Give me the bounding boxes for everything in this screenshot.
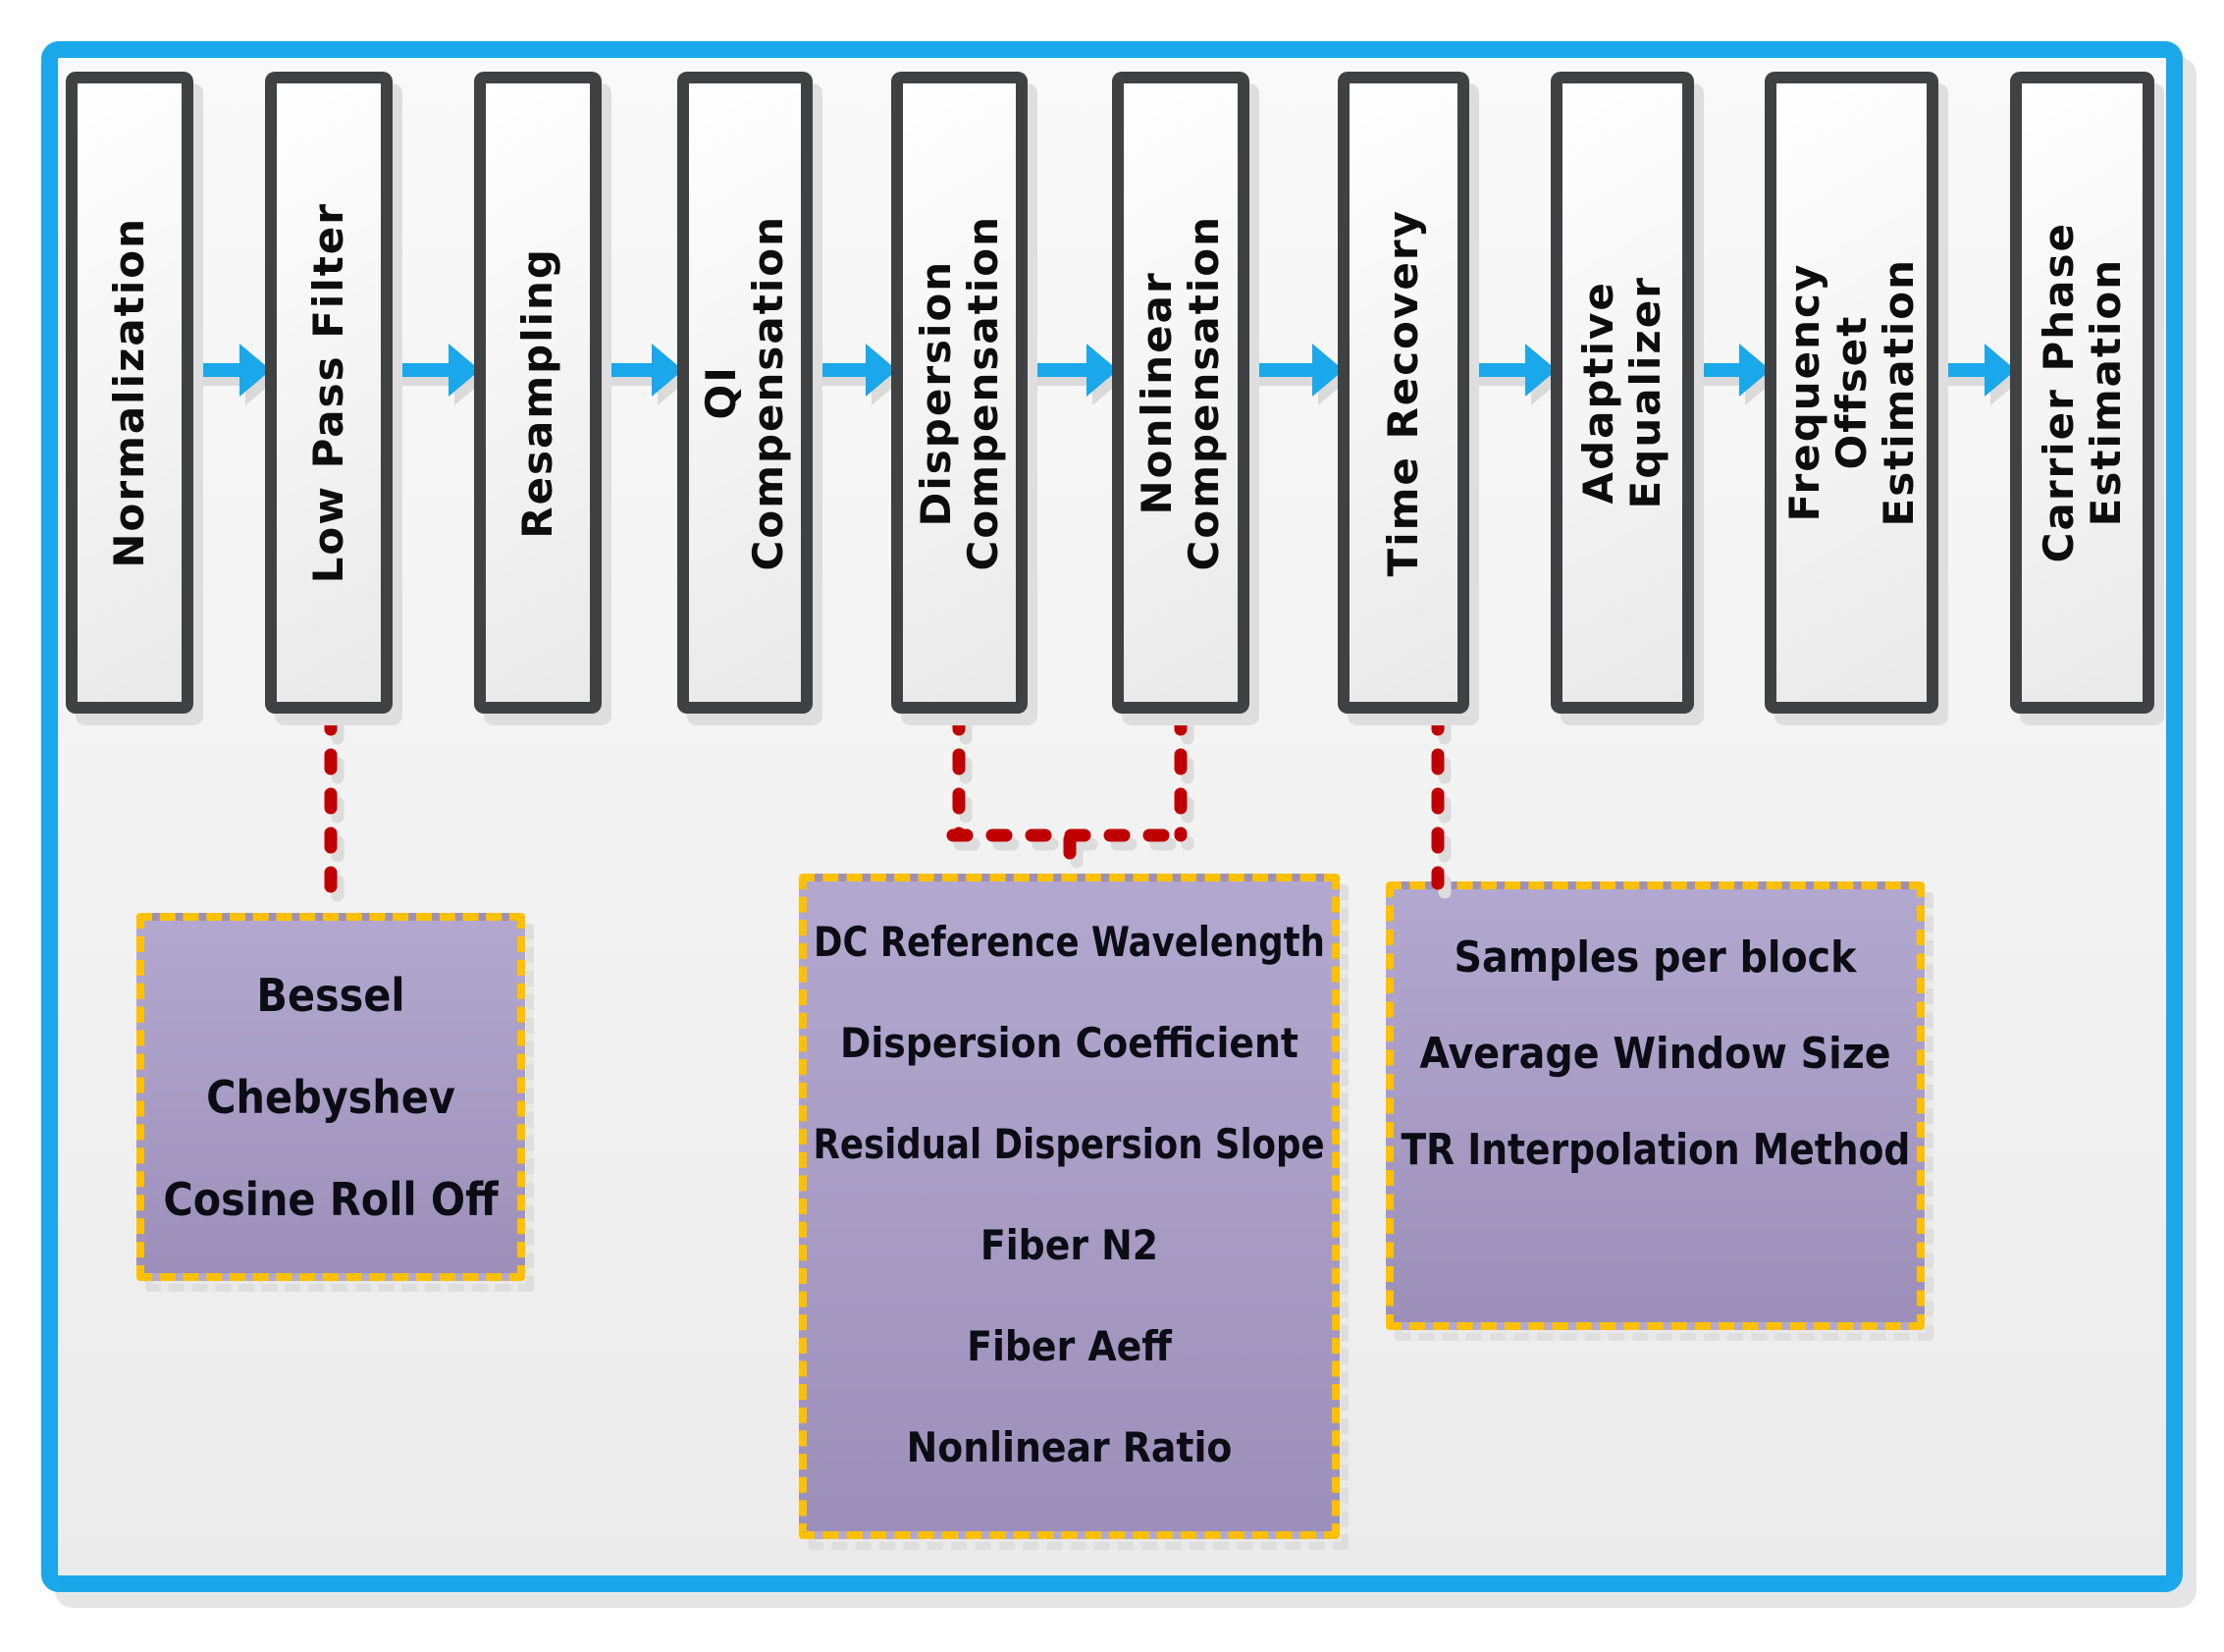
param-line: Residual Dispersion Slope (813, 1120, 1326, 1168)
param-line: Fiber Aeff (967, 1322, 1172, 1370)
flow-arrow-6 (1251, 344, 1344, 397)
stage-qi-compensation: QI Compensation (677, 72, 813, 714)
param-line: Fiber N2 (980, 1221, 1159, 1269)
flow-arrow-5 (1030, 344, 1118, 397)
param-line: Average Window Size (1419, 1029, 1891, 1079)
param-box-dispersion-nonlinear-parameters: DC Reference Wavelength Dispersion Coeff… (799, 874, 1340, 1539)
param-line: Dispersion Coefficient (839, 1019, 1298, 1067)
stage-label: Normalization (105, 217, 153, 568)
stage-nonlinear-compensation: Nonlinear Compensation (1112, 72, 1249, 714)
flow-arrow-4 (815, 344, 897, 397)
param-line: Chebyshev (206, 1070, 455, 1124)
stage-label: Dispersion Compensation (911, 214, 1007, 571)
stage-label: Frequency Offset Estimation (1779, 258, 1923, 527)
stage-low-pass-filter: Low Pass Filter (265, 72, 393, 714)
stage-dispersion-compensation: Dispersion Compensation (891, 72, 1028, 714)
stage-label: Adaptive Equalizer (1574, 276, 1669, 509)
param-line: Samples per block (1454, 933, 1857, 983)
stage-label: Low Pass Filter (304, 201, 352, 584)
flow-arrow-8 (1696, 344, 1771, 397)
stage-label: Resampling (513, 246, 561, 539)
stage-normalization: Normalization (66, 72, 193, 714)
param-line: Cosine Roll Off (163, 1172, 499, 1226)
param-box-time-recovery-parameters: Samples per block Average Window Size TR… (1386, 881, 1925, 1330)
flow-arrow-9 (1940, 344, 2016, 397)
flow-arrow-7 (1471, 344, 1557, 397)
stage-time-recovery: Time Recovery (1338, 72, 1469, 714)
stage-label: QI Compensation (697, 214, 792, 571)
stage-label: Nonlinear Compensation (1133, 214, 1228, 571)
flow-arrows (195, 344, 2016, 397)
param-line: DC Reference Wavelength (814, 918, 1325, 966)
param-line: TR Interpolation Method (1401, 1125, 1910, 1175)
connector-shadows (331, 718, 1452, 927)
stage-label: Time Recovery (1379, 208, 1427, 577)
flow-arrow-1 (195, 344, 271, 397)
parameter-connectors (324, 709, 1445, 918)
stage-frequency-offset-estimation: Frequency Offset Estimation (1765, 72, 1938, 714)
param-line: Nonlinear Ratio (906, 1423, 1233, 1471)
stage-adaptive-equalizer: Adaptive Equalizer (1551, 72, 1694, 714)
stage-resampling: Resampling (474, 72, 602, 714)
flow-arrow-3 (604, 344, 683, 397)
param-box-low-pass-filter-options: Bessel Chebyshev Cosine Roll Off (136, 913, 525, 1281)
flow-arrow-2 (395, 344, 480, 397)
stage-carrier-phase-estimation: Carrier Phase Estimation (2010, 72, 2154, 714)
stage-label: Carrier Phase Estimation (2034, 222, 2130, 563)
param-line: Bessel (256, 968, 405, 1022)
